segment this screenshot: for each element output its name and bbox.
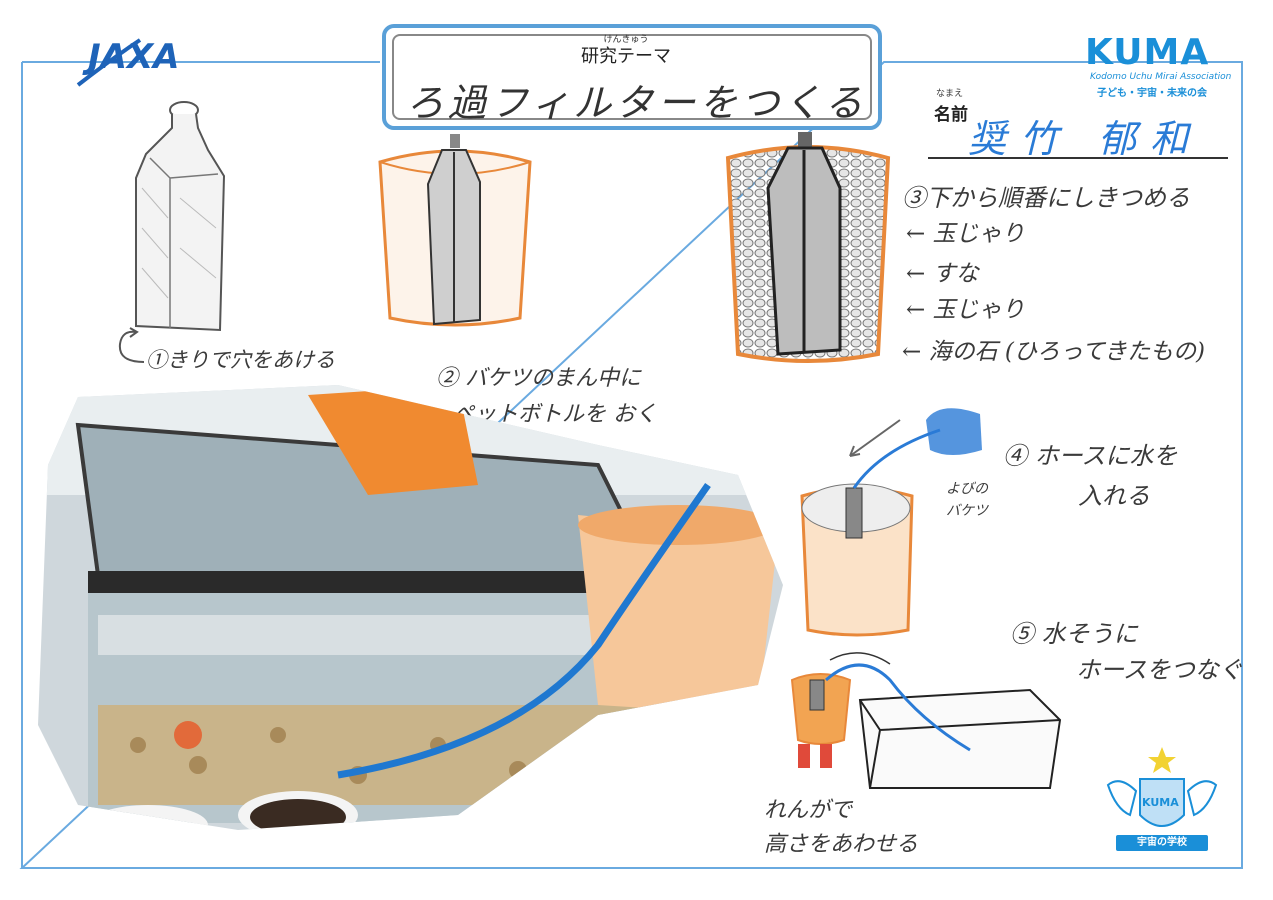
kuma-logo: KUMA [1085,32,1210,73]
step5-text-line2: ホースをつなぐ [1076,656,1243,684]
theme-box: けんきゅう 研究テーマ ろ過フィルターをつくる [382,24,882,130]
bucket-with-bottle-drawing [378,134,532,327]
brick-note: れんがで 高さをあわせる [764,798,919,857]
jaxa-logo-text: JAXA [82,37,180,77]
connect-hose-drawing [790,652,1062,789]
shield-icon [1139,778,1185,827]
emblem-kuma-text: KUMA [1142,796,1179,809]
curved-arrow-icon [118,327,145,363]
student-name: 奨竹 郁和 [968,117,1203,161]
aquarium-photo [38,385,783,830]
layered-filter-drawing [725,132,891,363]
spare-bucket-hose-drawing [800,408,982,637]
theme-ruby: けんきゅう [603,35,649,45]
jaxa-logo: JAXA [76,37,180,87]
kuma-emblem [1106,747,1218,827]
step1-text: ①きりで穴をあける [146,348,335,372]
step5-text-line1: ⑤ 水そうに [1010,620,1138,648]
theme-label: 研究テーマ [581,46,671,67]
spare-bucket-label: よびの バケツ [946,481,988,519]
step3-text: ③下から順番にしきつめる [902,184,1190,212]
star-icon [1148,747,1176,773]
step2-text-line1: ② バケツのまん中に [436,366,641,391]
step4-text-line1: ④ ホースに水を [1003,442,1178,470]
kuma-fullname: Kodomo Uchu Mirai Association [1090,72,1232,82]
layer-label: ← 海の石 (ひろってきたもの) [902,339,1205,365]
layer-label: ← 玉じゃり [906,297,1025,323]
kuma-tagline: 子ども・宇宙・未来の会 [1097,88,1207,99]
name-label: 名前 [934,105,968,125]
layer-label: ← すな [906,261,979,287]
theme-title: ろ過フィルターをつくる [406,81,867,125]
step4-text-line2: 入れる [1078,482,1150,510]
name-ruby: なまえ [936,89,964,99]
layer-label: ← 玉じゃり [906,221,1025,247]
emblem-label: 宇宙の学校 [1116,835,1208,851]
bottle-drawing [135,101,226,332]
